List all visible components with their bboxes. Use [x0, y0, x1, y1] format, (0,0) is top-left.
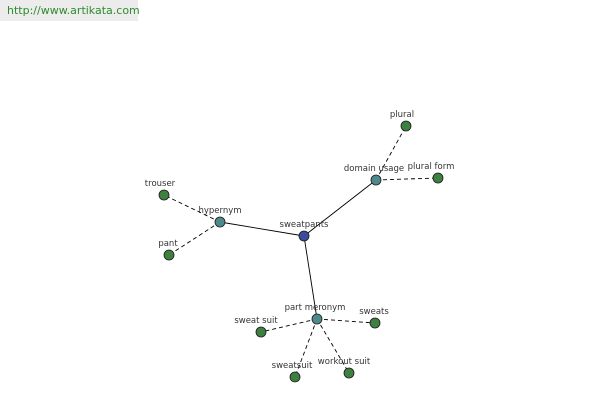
node-sweatsuit[interactable]: sweatsuit [272, 361, 313, 383]
node-label-trouser: trouser [145, 179, 176, 189]
node-circle-plural[interactable] [400, 120, 412, 132]
node-label-domain-usage: domain usage [344, 164, 404, 174]
node-circle-sweats[interactable] [369, 317, 381, 329]
edge-part-meronym-sweatsuit [294, 318, 318, 378]
node-circle-domain-usage[interactable] [370, 174, 382, 186]
edge-domain-usage-plural-form [375, 177, 439, 181]
node-hypernym[interactable]: hypernym [198, 206, 242, 228]
node-trouser[interactable]: trouser [145, 179, 176, 201]
node-label-sweats: sweats [359, 307, 389, 317]
edge-part-meronym-sweat-suit [260, 318, 318, 333]
node-sweatpants[interactable]: sweatpants [280, 220, 329, 242]
node-circle-sweat-suit[interactable] [255, 326, 267, 338]
node-label-plural-form: plural form [408, 162, 455, 172]
edge-part-meronym-workout-suit [316, 318, 350, 374]
node-workout-suit[interactable]: workout suit [318, 357, 371, 379]
node-circle-trouser[interactable] [158, 189, 170, 201]
node-label-plural: plural [390, 110, 414, 120]
node-label-workout-suit: workout suit [318, 357, 371, 367]
node-circle-workout-suit[interactable] [343, 367, 355, 379]
nodes-layer: sweatpants hypernym domain usage part meron… [145, 110, 455, 383]
node-circle-plural-form[interactable] [432, 172, 444, 184]
node-sweats[interactable]: sweats [359, 307, 389, 329]
edge-sweatpants-domain-usage [303, 179, 377, 237]
edges-layer [163, 125, 439, 378]
node-sweat-suit[interactable]: sweat suit [234, 316, 278, 338]
node-domain-usage[interactable]: domain usage [344, 164, 404, 186]
node-label-sweat-suit: sweat suit [234, 316, 278, 326]
node-label-sweatpants: sweatpants [280, 220, 329, 230]
edge-sweatpants-hypernym [219, 221, 305, 237]
node-pant[interactable]: pant [158, 239, 178, 261]
node-label-sweatsuit: sweatsuit [272, 361, 313, 371]
node-label-hypernym: hypernym [198, 206, 241, 216]
node-plural[interactable]: plural [390, 110, 414, 132]
edge-part-meronym-sweats [316, 318, 376, 324]
node-plural-form[interactable]: plural form [408, 162, 455, 184]
edge-hypernym-pant [168, 221, 221, 256]
node-circle-sweatpants[interactable] [298, 230, 310, 242]
node-part-meronym[interactable]: part meronym [285, 303, 346, 325]
node-circle-sweatsuit[interactable] [289, 371, 301, 383]
site-url-link[interactable]: http://www.artikata.com [7, 4, 140, 17]
edge-sweatpants-part-meronym [303, 235, 318, 320]
node-circle-pant[interactable] [163, 249, 175, 261]
edge-hypernym-trouser [163, 194, 221, 223]
node-label-pant: pant [158, 239, 178, 249]
node-circle-hypernym[interactable] [214, 216, 226, 228]
edge-domain-usage-plural [375, 125, 407, 181]
node-circle-part-meronym[interactable] [311, 313, 323, 325]
url-banner: http://www.artikata.com [0, 0, 140, 21]
node-label-part-meronym: part meronym [285, 303, 346, 313]
